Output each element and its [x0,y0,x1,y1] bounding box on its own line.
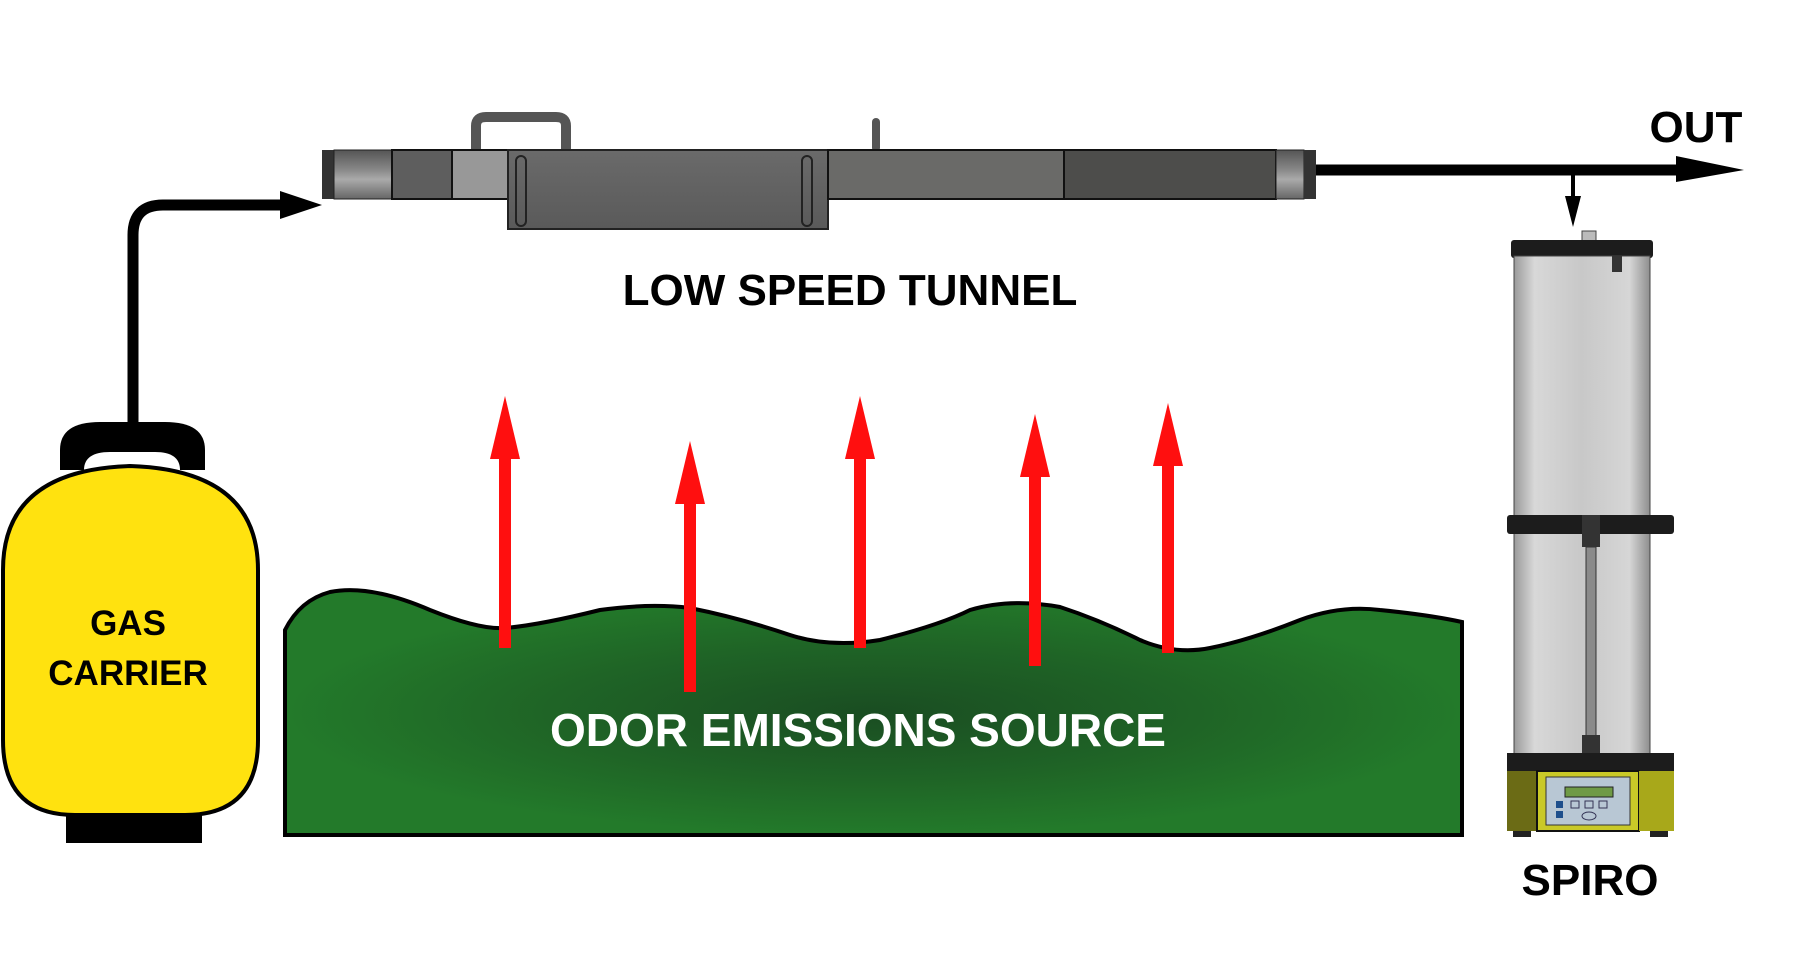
tunnel-port [872,118,880,152]
tunnel-handle [471,112,571,152]
low-speed-tunnel [322,112,1316,230]
gas-carrier-label-line2: CARRIER [48,654,207,693]
spiro-cylinder [1513,255,1651,757]
tunnel-label: LOW SPEED TUNNEL [623,266,1078,315]
out-arrow-head [1676,156,1744,182]
emission-arrows [490,396,1183,692]
gas-carrier-tank [0,422,260,843]
emission-arrow [675,441,705,692]
emission-arrow [845,396,875,648]
emission-arrow [490,396,520,648]
inlet-arrow-head [280,191,322,219]
tank-body [0,463,260,817]
spiro-top-cap [1511,240,1653,258]
out-label: OUT [1650,103,1743,152]
outlet-line [1316,156,1744,227]
spiro-label: SPIRO [1522,856,1659,905]
gas-carrier-label-line1: GAS [90,604,166,643]
spiro-display [1564,786,1614,798]
emission-arrow [1153,403,1183,653]
odor-source-label: ODOR EMISSIONS SOURCE [550,704,1166,756]
inlet-hose [127,191,322,430]
emission-arrow [1020,414,1050,666]
spiro-branch-arrow-head [1565,196,1581,227]
spiro-device [1507,230,1674,837]
